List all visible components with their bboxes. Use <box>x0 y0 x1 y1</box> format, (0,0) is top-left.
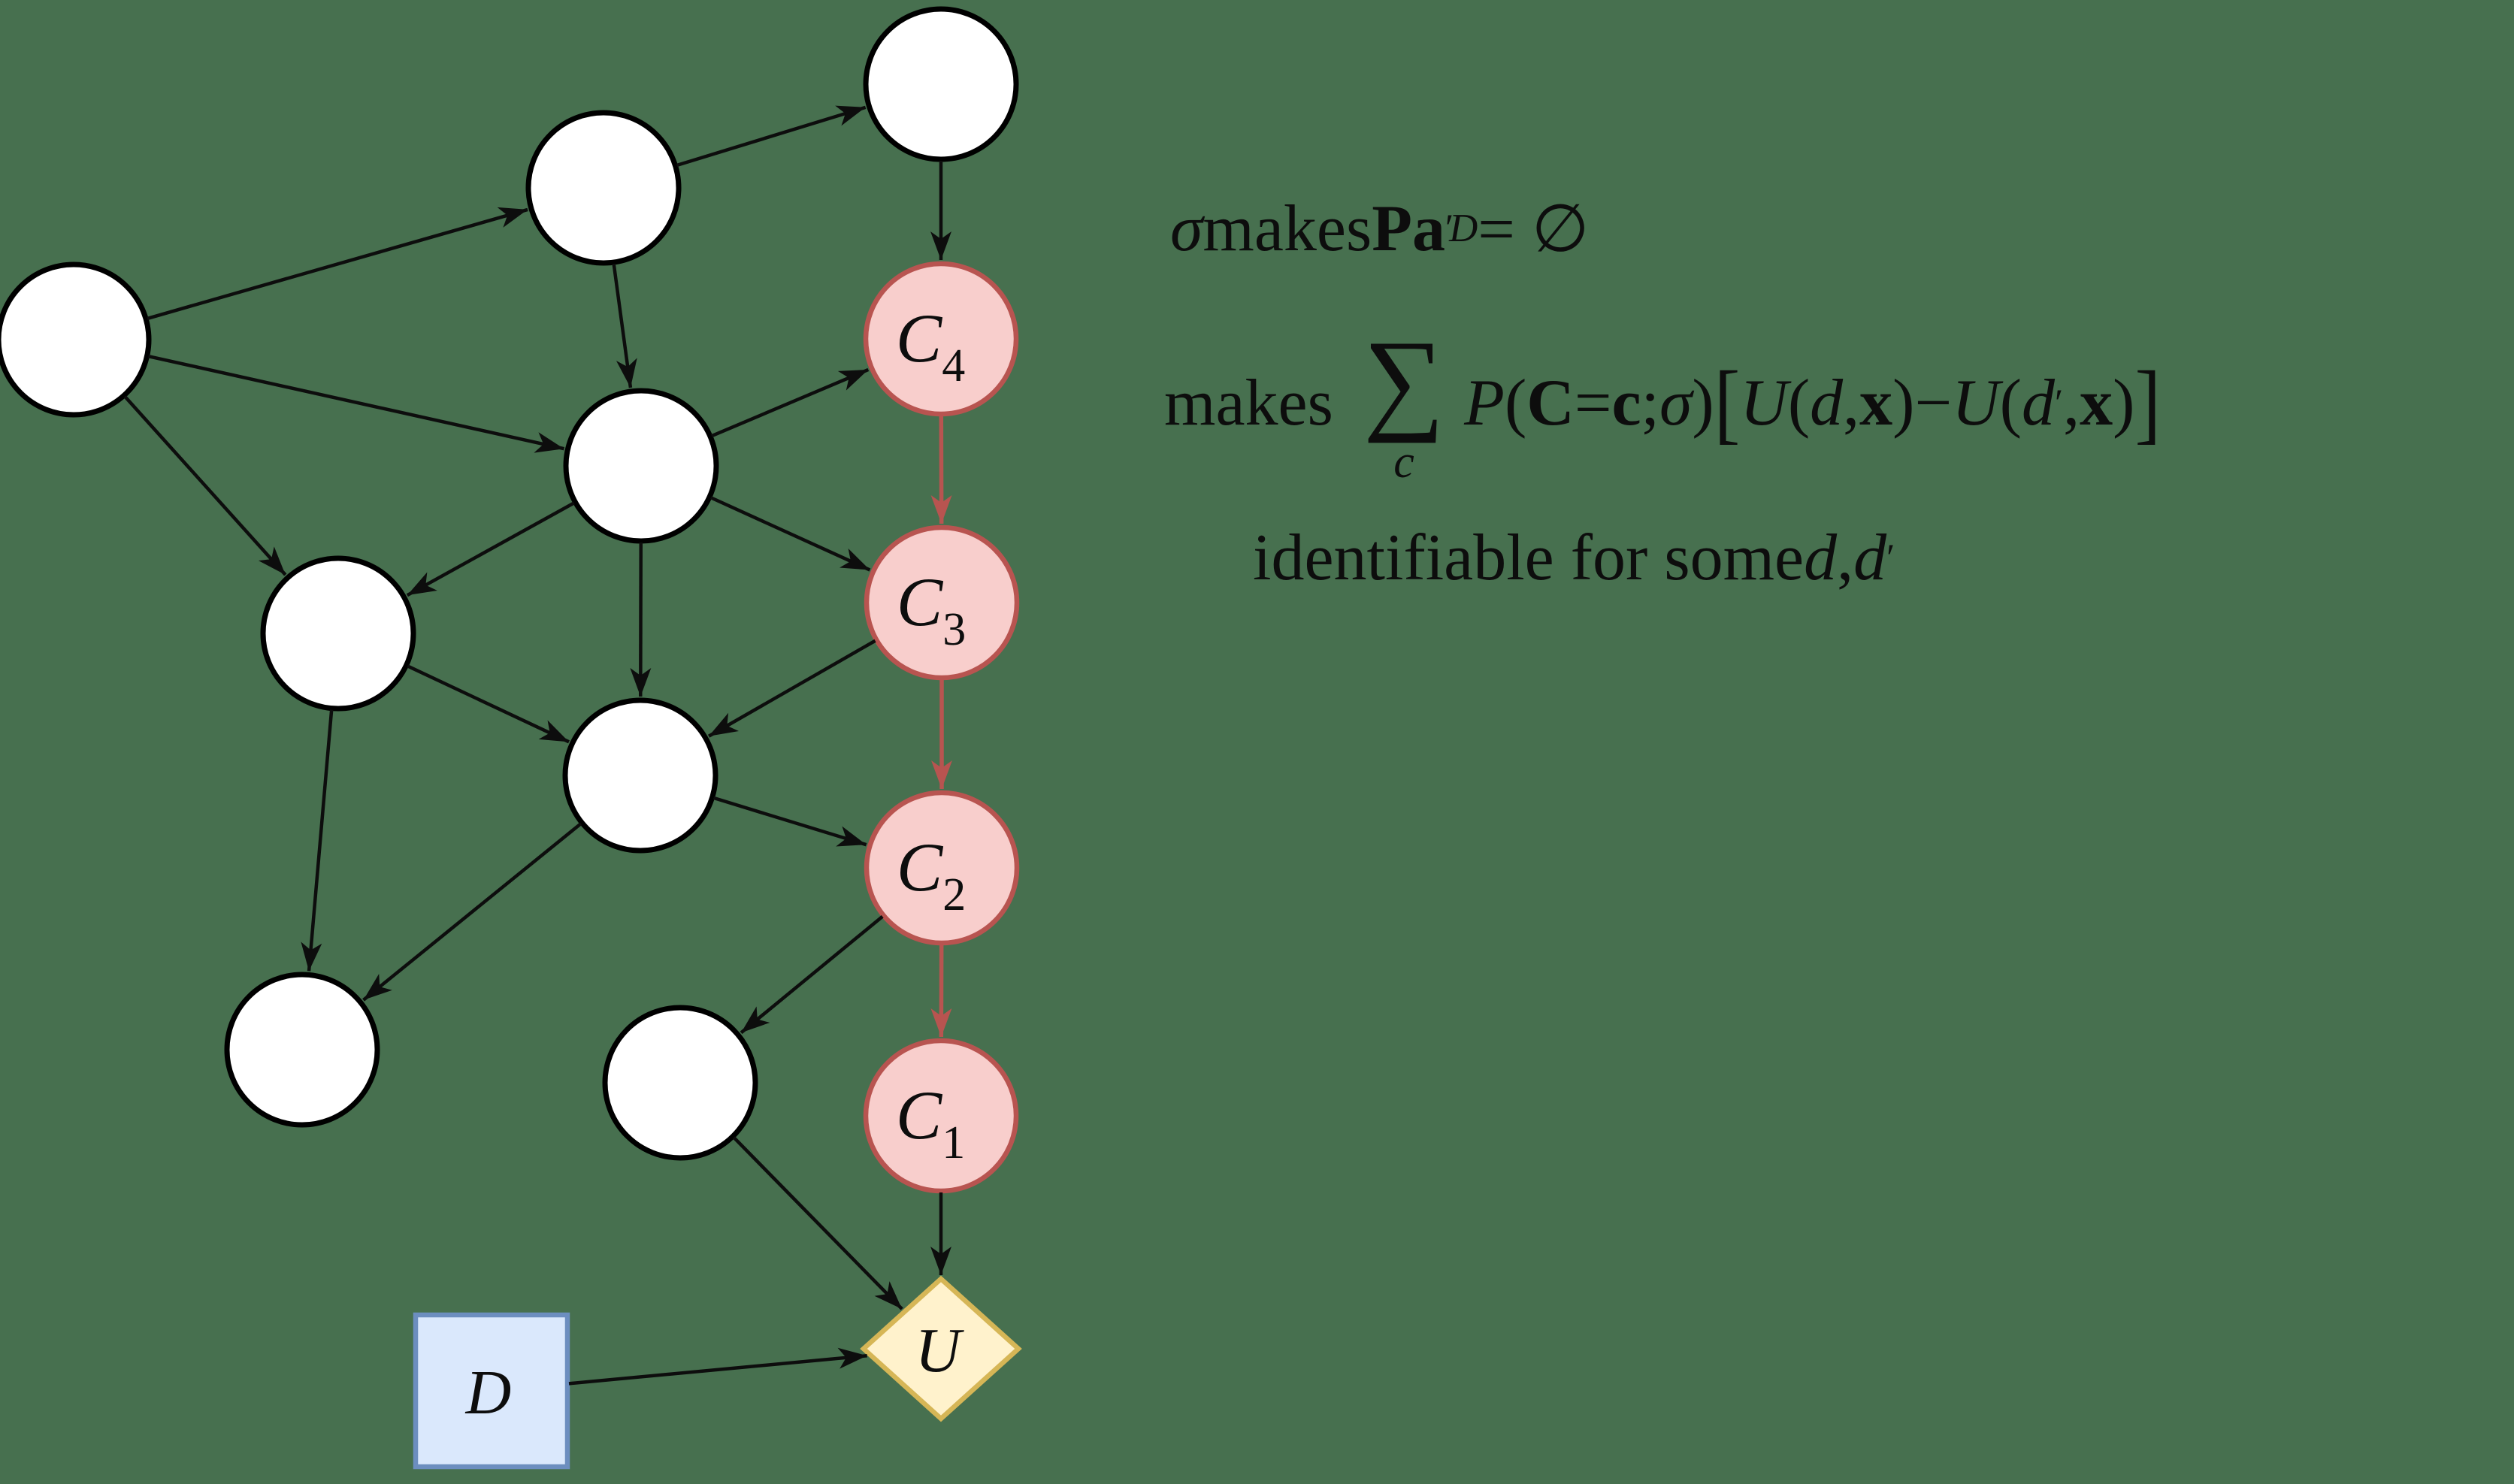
line2-token-9: ) <box>1692 367 1714 440</box>
line1-token-0: σ <box>1170 192 1203 265</box>
edge-x-left-to-x-left-mid <box>123 395 287 576</box>
utility-node-u <box>860 1275 1022 1422</box>
line2-token-3: ( <box>1504 367 1527 440</box>
edge-C3-to-x-mid-low <box>707 639 876 738</box>
line3-token-2: , <box>1837 521 1854 594</box>
sum-subscript: c <box>1393 437 1414 488</box>
edge-C2-to-x-above-u <box>740 915 884 1035</box>
line1-token-1: makes <box>1203 192 1372 265</box>
chance-node-left <box>0 261 152 418</box>
edge-x-upper-mid-to-x-mid <box>612 263 637 388</box>
edges-layer <box>123 105 952 1386</box>
line2-token-0: makes <box>1164 367 1333 440</box>
line2-token-5: = <box>1574 367 1612 440</box>
context-node-c4 <box>863 261 1019 417</box>
context-node-c1 <box>863 1038 1019 1194</box>
edge-x-mid-low-to-x-bottom-left <box>362 822 582 1002</box>
line2-token-2: P <box>1464 367 1505 440</box>
line3-token-3: d <box>1853 521 1887 594</box>
sigma-glyph: ∑ <box>1363 317 1445 443</box>
decision-node-d <box>413 1312 570 1470</box>
line2-token-11: U <box>1740 367 1788 440</box>
annotation-identifiable: identifiable for some d, d′ <box>1253 520 1895 596</box>
line2-token-23: x <box>2080 367 2113 440</box>
nodes-layer <box>0 6 1022 1470</box>
context-node-c2-label: C2 <box>897 829 966 920</box>
edge-x-left-to-x-mid <box>148 354 564 453</box>
line2-token-19: ( <box>1999 367 2022 440</box>
line2-token-21: ′ <box>2054 382 2064 425</box>
line2-token-12: ( <box>1787 367 1811 440</box>
edge-x-left-mid-to-x-mid-low <box>407 664 570 744</box>
edge-D-to-U <box>568 1347 867 1386</box>
line2-token-22: , <box>2063 367 2080 440</box>
line2-token-18: U <box>1952 367 2000 440</box>
line2-token-4: C <box>1526 367 1575 440</box>
line2-token-8: σ <box>1659 367 1693 440</box>
chance-node-upper-mid <box>525 110 682 266</box>
line1-token-2: Pa <box>1372 192 1445 265</box>
context-node-c3-label: C3 <box>897 564 966 655</box>
edge-x-mid-to-C3 <box>709 496 871 572</box>
line2-token-14: , <box>1843 367 1860 440</box>
chance-node-left-mid <box>260 555 416 712</box>
chance-node-above-utility <box>602 1005 758 1161</box>
line2-token-13: d <box>1810 367 1844 440</box>
line2-token-24: ) <box>2113 367 2135 440</box>
edge-x-mid-to-C4 <box>711 367 870 438</box>
chance-node-bottom-left <box>224 972 380 1128</box>
decision-node-d-label: D <box>465 1358 512 1428</box>
edge-x-left-to-x-upper-mid <box>147 207 528 321</box>
line1-token-4: D <box>1449 207 1478 250</box>
chance-node-mid <box>563 388 719 544</box>
line2-token-7: ; <box>1641 367 1659 440</box>
line3-token-4: ′ <box>1886 536 1895 579</box>
line3-token-1: d <box>1804 521 1838 594</box>
context-node-c2 <box>864 790 1020 946</box>
edge-x-left-mid-to-x-bottom-left <box>301 709 334 972</box>
line2-token-16: ) <box>1892 367 1915 440</box>
context-node-c3 <box>864 524 1020 681</box>
chance-node-top <box>863 6 1019 162</box>
line1-token-3: ′ <box>1445 207 1454 249</box>
edge-x-mid-low-to-C2 <box>712 796 867 847</box>
line2-token-17: − <box>1914 367 1953 440</box>
edge-x-upper-mid-to-x-top <box>676 105 867 168</box>
summation-symbol: ∑c <box>1363 317 1445 488</box>
utility-node-u-label: U <box>915 1316 965 1386</box>
line2-token-20: d <box>2021 367 2055 440</box>
line2-token-10: [ <box>1714 353 1741 454</box>
line2-token-6: c <box>1611 367 1641 440</box>
context-node-c4-label: C4 <box>896 300 965 391</box>
chance-node-mid-low <box>562 697 719 854</box>
line2-token-25: ] <box>2134 353 2162 454</box>
edge-x-above-u-to-U <box>732 1136 903 1310</box>
annotation-sigma-makes-pa: σ makes Pa′D = ∅ <box>1170 189 1590 267</box>
line3-token-0: identifiable for some <box>1253 521 1805 594</box>
context-node-c1-label: C1 <box>896 1077 965 1168</box>
line2-token-15: x <box>1859 367 1893 440</box>
edge-x-mid-to-x-left-mid <box>406 501 575 597</box>
line1-token-5: = ∅ <box>1478 193 1590 266</box>
